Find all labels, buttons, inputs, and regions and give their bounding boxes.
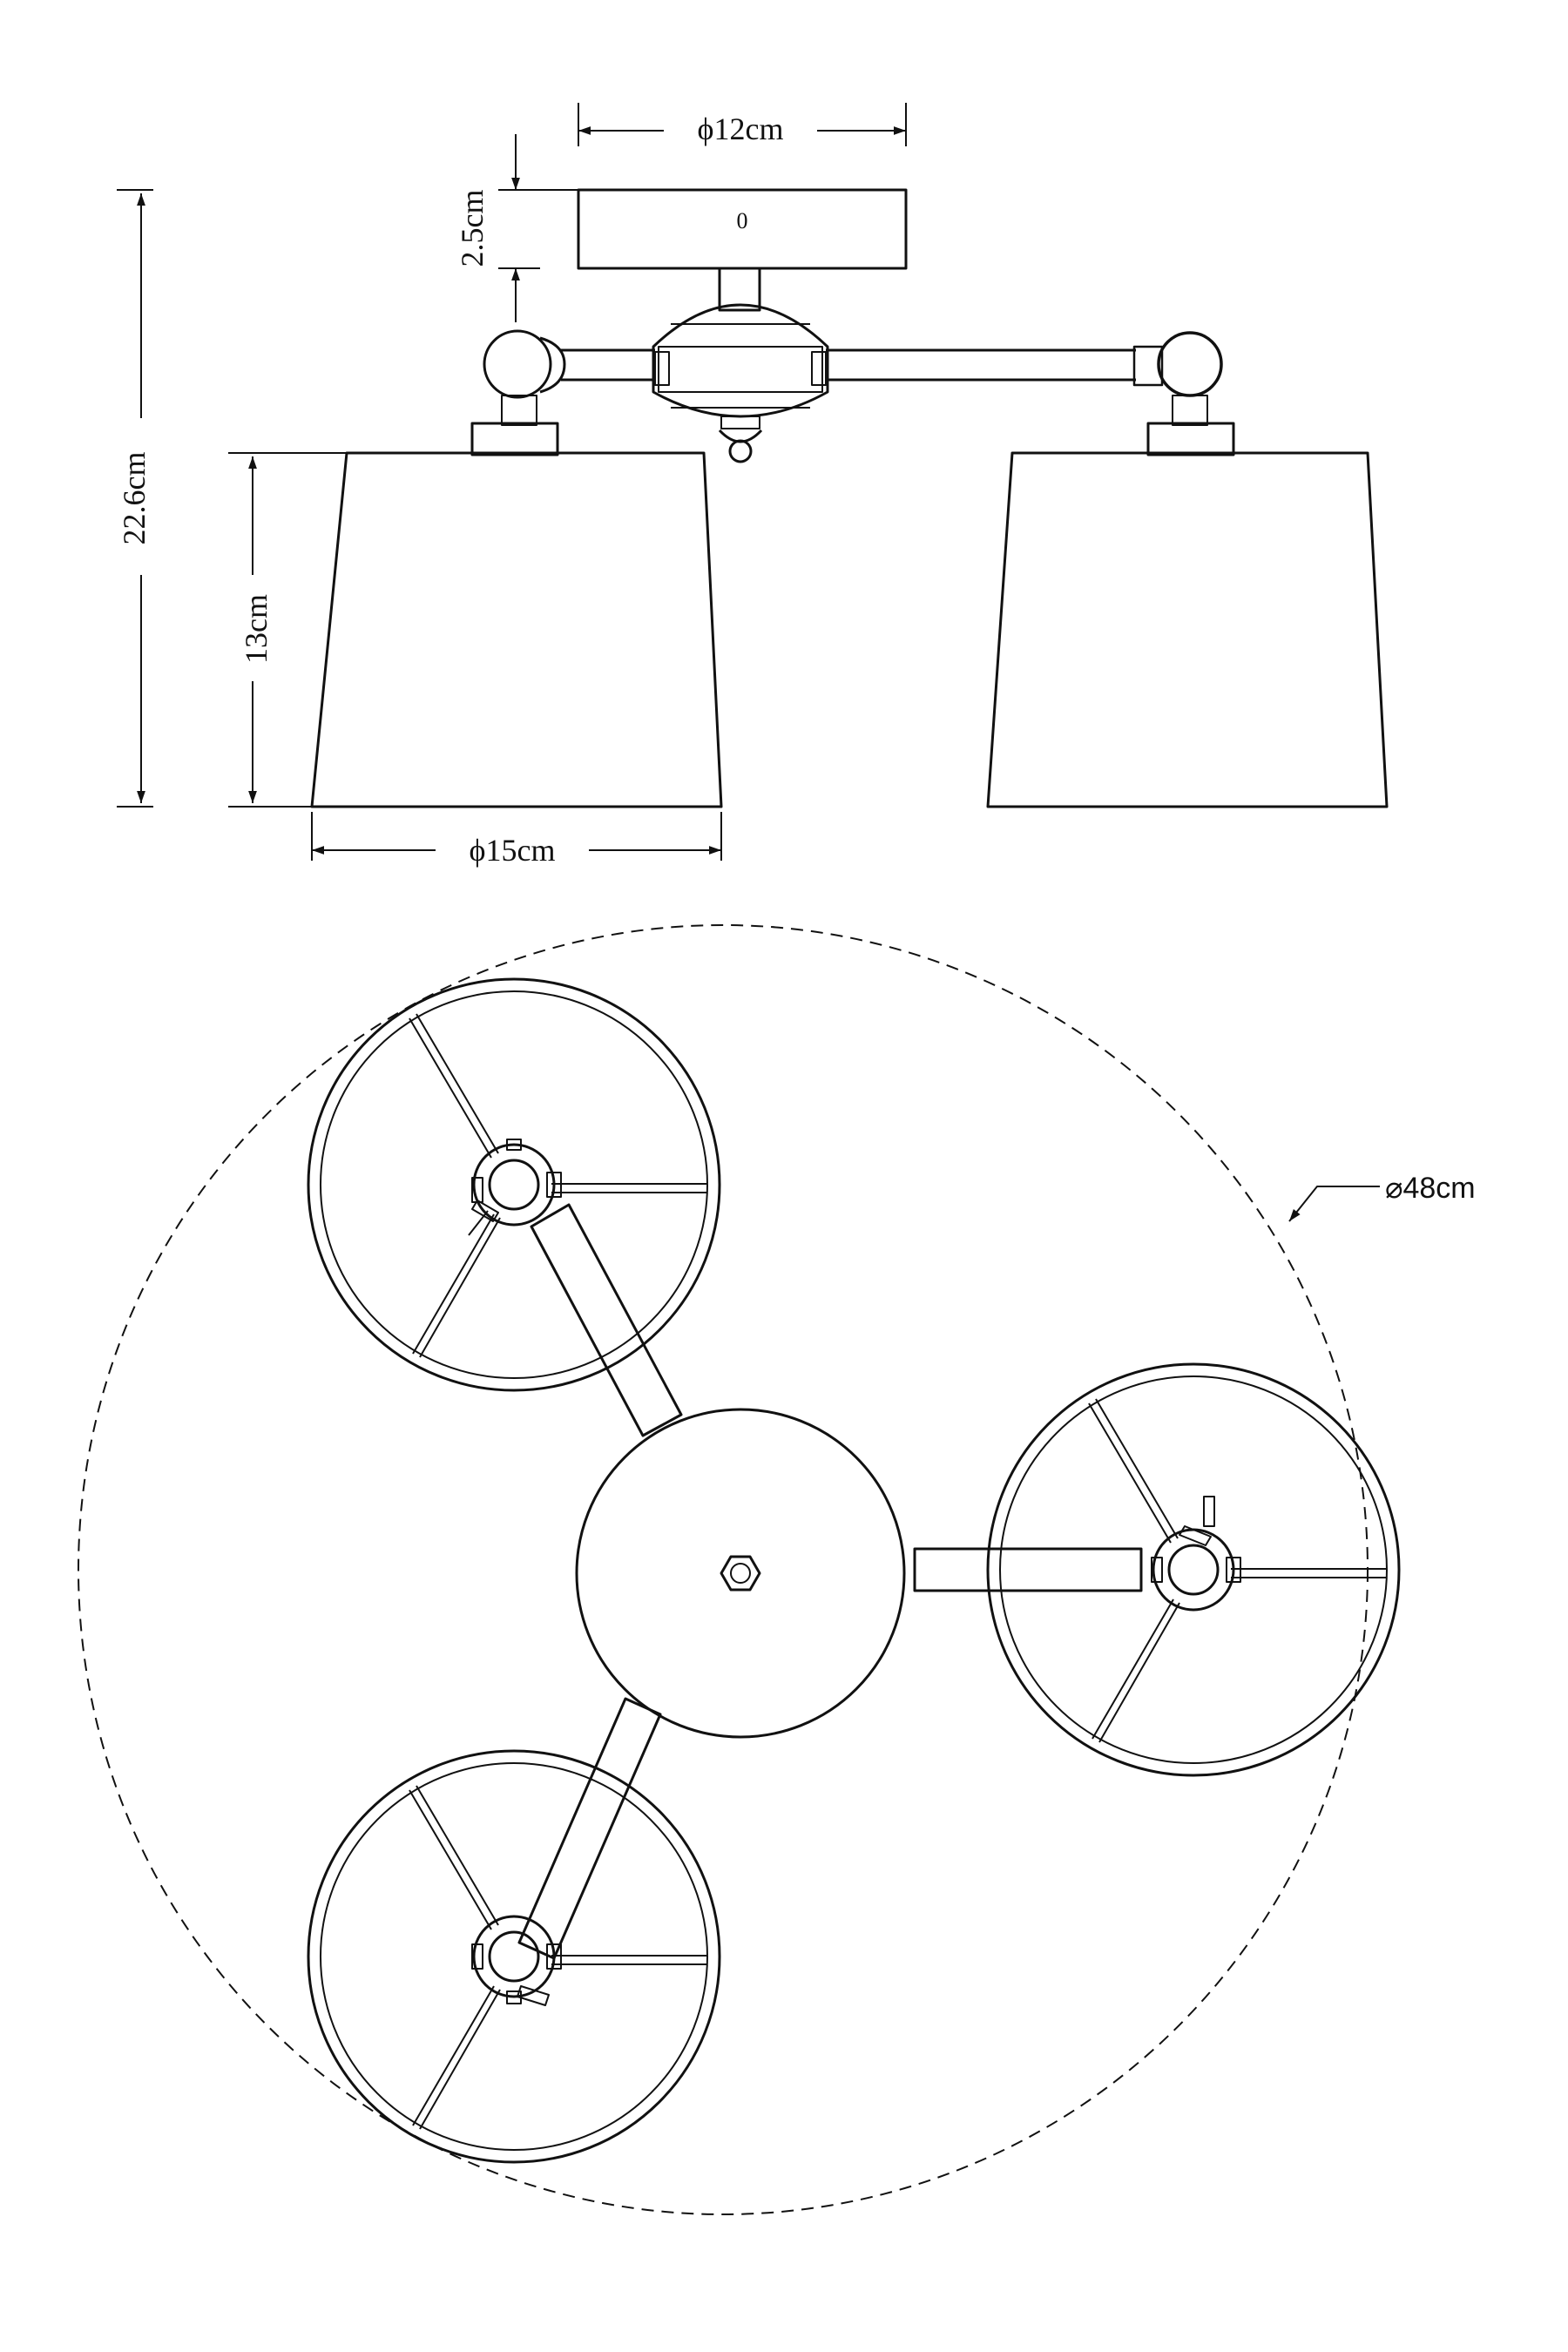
top-shade-lower-left: [307, 1749, 721, 2164]
canopy-disc: [575, 1408, 906, 1739]
top-shade-upper-left: [307, 977, 721, 1392]
overall-diameter-label: ⌀48cm: [1385, 1172, 1476, 1205]
canopy-diameter-label: ϕ12cm: [698, 112, 784, 146]
left-arm-joint: [483, 329, 566, 426]
total-height-label: 22.6cm: [117, 452, 152, 545]
canopy-height-label: 2.5cm: [455, 190, 490, 267]
center-hub: [652, 303, 829, 463]
lamp-socket-icon: [1151, 1496, 1241, 1612]
right-shade-holder: [1146, 422, 1235, 456]
left-shade: [310, 451, 723, 808]
top-shade-right: [986, 1362, 1401, 1777]
right-arm-joint: [1132, 331, 1223, 426]
side-view: [310, 188, 1389, 808]
dimension-labels: ϕ12cm 2.5cm 22.6cm 13cm ϕ15cm ⌀48cm 0: [117, 112, 1476, 1205]
top-view: [78, 924, 1401, 2215]
right-shade: [986, 451, 1389, 808]
top-arms: [517, 1203, 1143, 1960]
dimension-lines: [117, 103, 1380, 1222]
lamp-socket-icon: [468, 1139, 562, 1236]
side-arms: [561, 348, 1136, 382]
shade-height-label: 13cm: [239, 594, 274, 664]
lamp-socket-icon: [471, 1915, 562, 2006]
canopy-stem: [718, 267, 761, 312]
canopy-screw-mark: 0: [737, 208, 748, 233]
shade-diameter-label: ϕ15cm: [470, 833, 556, 868]
hex-nut-icon: [720, 1555, 761, 1592]
left-shade-holder: [470, 422, 559, 456]
